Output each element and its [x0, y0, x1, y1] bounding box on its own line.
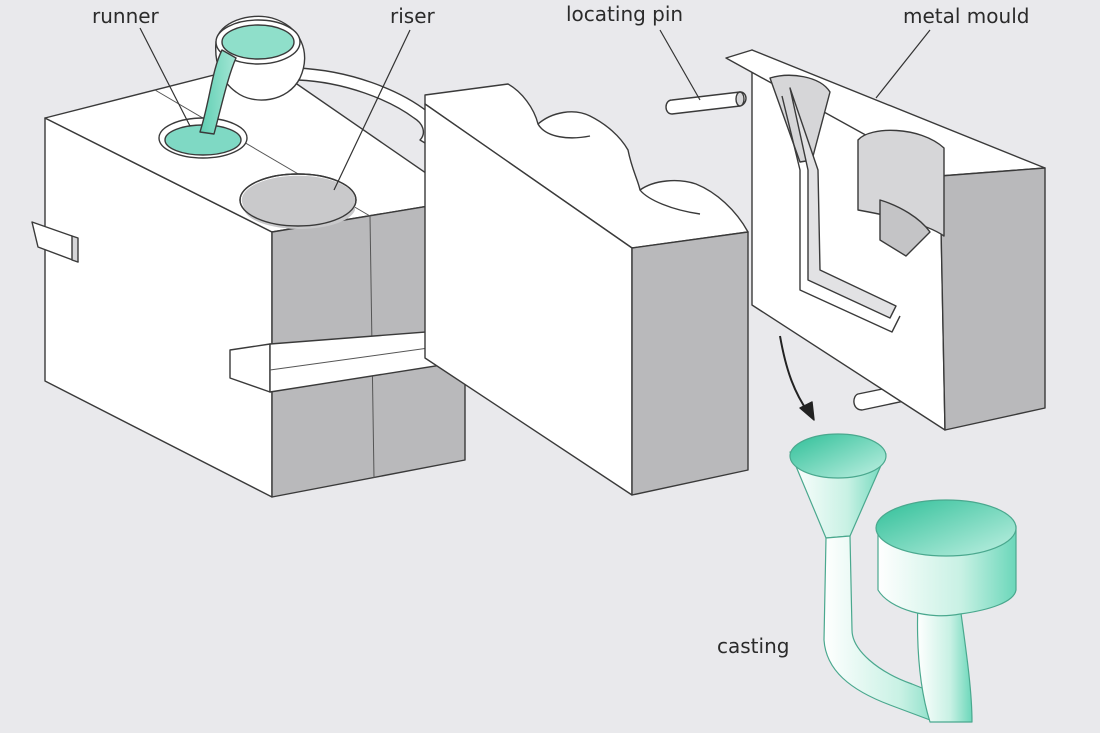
metal-mould-side [939, 167, 1046, 431]
label-metal-mould: metal mould [903, 4, 1030, 28]
label-casting: casting [717, 634, 790, 658]
middle-mould-top [424, 83, 749, 249]
metal-stream [199, 49, 237, 135]
middle-mould-side [631, 231, 749, 496]
label-runner: runner [92, 4, 159, 28]
locating-pin-upper [665, 91, 747, 115]
label-riser: riser [390, 4, 435, 28]
closed-mould [31, 61, 487, 498]
ladle-handle [295, 67, 438, 147]
leader-lines [139, 27, 931, 191]
metal-mould-half [725, 49, 1046, 431]
arrow-to-casting [779, 335, 809, 413]
label-locating-pin: locating pin [566, 2, 684, 26]
casting-riser-top [875, 499, 1017, 557]
arrowhead [799, 401, 815, 421]
ladle [199, 15, 438, 147]
middle-mould-half [424, 83, 749, 496]
casting-riser-neck [916, 599, 973, 723]
casting [789, 433, 1017, 723]
